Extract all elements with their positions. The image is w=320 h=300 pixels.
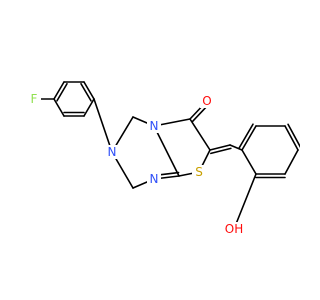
hydroxyl-label-bg [223,222,245,236]
atom-label-layer: F N N N O S OH [27,92,245,236]
nitrogen-ring-atom-label: N [108,145,117,159]
nitrogen-imine-atom-label: N [150,172,159,186]
phenol-ring-bond-1 [284,149,299,175]
bond-f4-N3 [93,98,113,153]
nitrogen-ring-label-bg [105,145,119,159]
bond-f6-f1 [53,98,65,117]
phenol-ring-bond-2 [284,125,299,151]
hydroxyl-group-label: OH [225,222,243,236]
sulfur-label-bg [192,165,206,179]
canvas-background [0,0,300,300]
bond-f1-f2-double [56,82,68,102]
oxygen-carbonyl-label-bg [200,94,214,108]
sulfur-atom-label: S [195,165,203,179]
nitrogen-fused-label-bg [147,119,161,133]
bond-C10-r6 [229,144,243,151]
bond-C8-N5 [153,125,180,177]
fluorine-label-bg [27,92,41,106]
bond-C7-C10-double [210,147,232,155]
bond-C6-C7 [189,118,211,151]
bond-f3-f4 [83,81,95,100]
bond-f4-f5 [83,98,95,117]
fluorine-atom-label: F [31,92,38,106]
phenol-ring-bond-4 [241,125,257,151]
phenol-ring-bond-2-double [287,123,300,149]
nitrogen-fused-atom-label: N [150,119,159,133]
oxygen-carbonyl-atom-label: O [202,94,211,108]
bond-f3-f4-double [80,82,92,102]
bond-r1-OH [233,173,257,230]
nitrogen-imine-label-bg [147,172,161,186]
bond-C7-C10 [209,144,231,151]
molecule-structure: F N N N O S OH [0,0,300,300]
phenol-ring-bond-4-double [238,123,254,150]
bond-f1-f2 [53,81,65,100]
phenol-ring-bond-5 [241,149,257,175]
